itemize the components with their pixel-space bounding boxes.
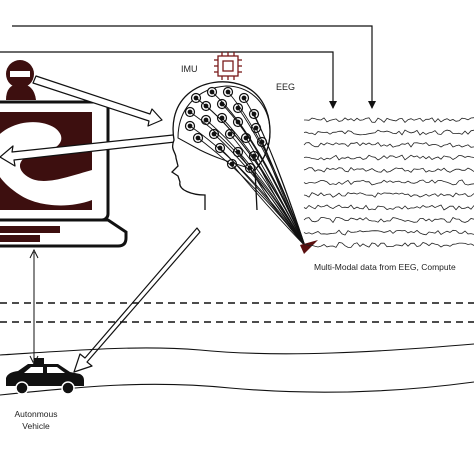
- arrow-head-to-vehicle: [73, 227, 201, 373]
- arrow-driver-to-head: [32, 75, 163, 127]
- eeg-label: EEG: [276, 82, 295, 92]
- computer-monitor-icon: [0, 100, 128, 248]
- multimodal-caption: Multi-Modal data from EEG, Compute: [314, 262, 456, 272]
- vehicle-label-line1: Autonmous: [15, 409, 58, 419]
- arrow-computer-to-vehicle: [29, 248, 39, 366]
- top-connector-lines: [0, 25, 376, 109]
- arrow-head-to-screen: [0, 132, 194, 167]
- vehicle-label-line2: Vehicle: [22, 421, 50, 431]
- dashed-separators: [0, 302, 474, 323]
- imu-label: IMU: [181, 64, 198, 74]
- imu-chip-icon: [214, 52, 242, 80]
- eeg-wire-bundle: [189, 91, 306, 247]
- eeg-bundle-apex: [300, 240, 318, 254]
- autonomous-car-icon: [6, 358, 84, 395]
- eeg-signal-icon: [303, 117, 474, 248]
- road-lines: [0, 343, 474, 396]
- driver-user-icon: [6, 60, 36, 100]
